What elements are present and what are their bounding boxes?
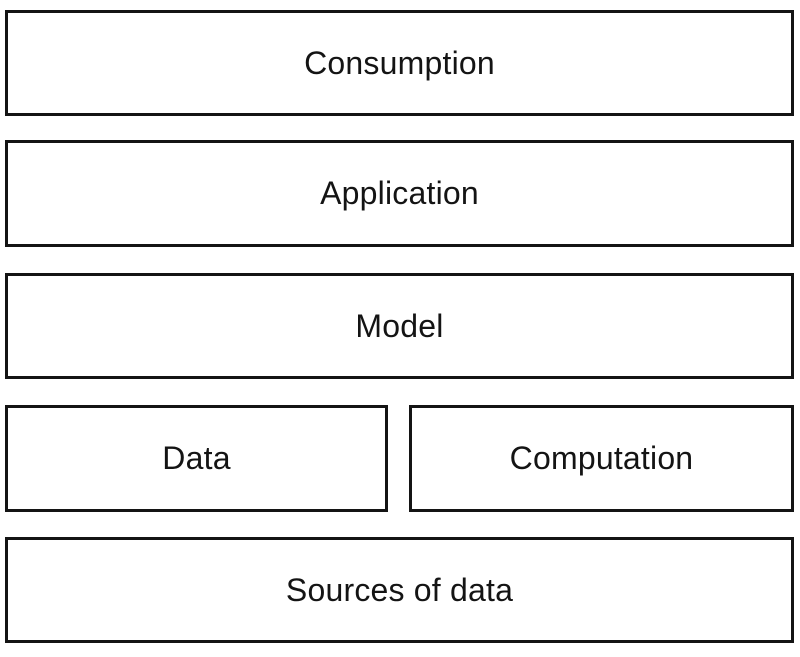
layer-box-application: Application (5, 140, 794, 247)
layer-label-model: Model (355, 307, 444, 344)
layer-box-data: Data (5, 405, 388, 512)
layer-label-application: Application (320, 175, 479, 211)
layer-label-sources-of-data: Sources of data (285, 571, 514, 608)
layer-box-sources-of-data: Sources of data (5, 537, 794, 643)
layer-box-computation: Computation (409, 405, 794, 512)
layer-label-consumption: Consumption (304, 44, 495, 81)
layer-box-model: Model (5, 273, 794, 379)
layer-label-computation: Computation (509, 440, 694, 476)
layer-box-consumption: Consumption (5, 10, 794, 116)
layer-label-data: Data (162, 440, 231, 476)
